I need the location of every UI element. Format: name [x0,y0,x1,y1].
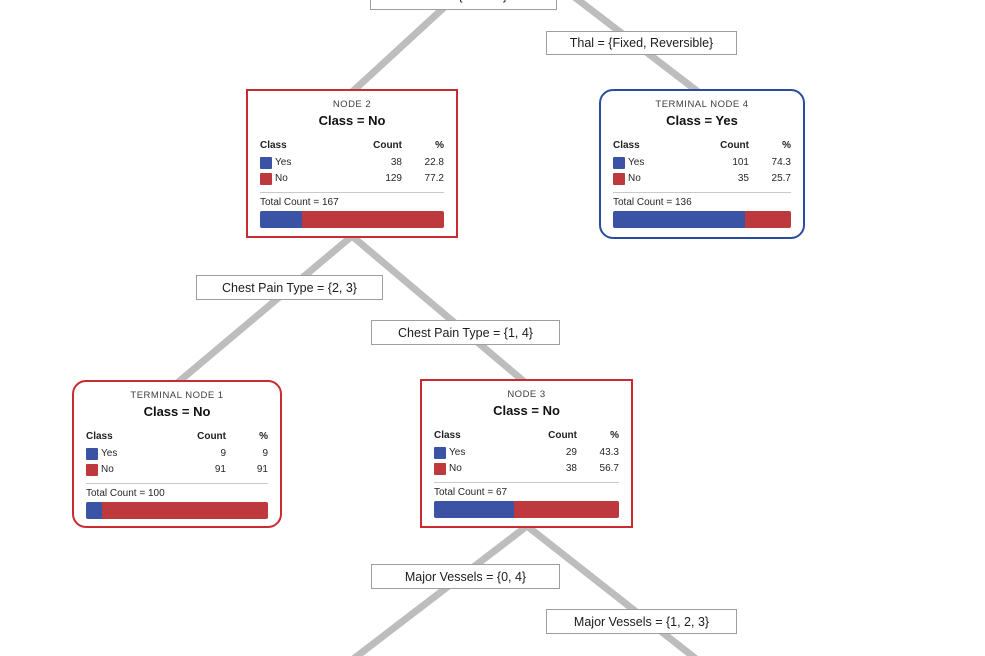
table-row-yes: Yes 38 22.8 [260,155,444,171]
edge-root-to-node2 [349,0,453,95]
total-count-label: Total Count = 67 [434,482,619,498]
row-percent: 43.3 [599,447,619,458]
header-count: Count [548,430,577,441]
no-bar-segment [514,501,619,518]
table-row-yes: Yes 29 43.3 [434,445,619,461]
class-distribution-bar [86,502,268,519]
edge-label-chest-pain-1-4: Chest Pain Type = {1, 4} [371,320,560,345]
row-label: Yes [101,448,118,459]
row-count: 38 [390,157,402,168]
row-percent: 56.7 [599,463,619,474]
header-class: Class [260,140,287,151]
row-count: 29 [565,447,577,458]
table-row-no: No 35 25.7 [613,171,791,187]
row-label: Yes [449,447,466,458]
node-title: TERMINAL NODE 1 [130,390,224,401]
edge-label-major-vessels-1-2-3: Major Vessels = {1, 2, 3} [546,609,737,634]
node-table-header: Class Count % [613,140,791,151]
tree-node-2[interactable]: NODE 2 Class = No Class Count % Yes 38 2… [246,89,458,238]
yes-bar-segment [260,211,302,228]
node-title: TERMINAL NODE 4 [655,99,749,110]
node-class-label: Class = No [143,404,211,419]
header-class: Class [86,431,113,442]
node-class-label: Class = No [318,113,386,128]
row-count: 38 [565,463,577,474]
yes-swatch [613,157,625,169]
table-row-yes: Yes 101 74.3 [613,155,791,171]
class-distribution-bar [434,501,619,518]
node-table-header: Class Count % [86,431,268,442]
row-label: Yes [275,157,292,168]
header-percent: % [259,431,268,442]
edge-label-chest-pain-2-3: Chest Pain Type = {2, 3} [196,275,383,300]
edge-node3-left [351,523,530,656]
no-bar-segment [745,211,791,228]
edge-node2-to-terminal1 [173,233,355,387]
yes-bar-segment [434,501,515,518]
node-title: NODE 3 [507,389,546,400]
class-distribution-bar [260,211,444,228]
no-swatch [260,173,272,185]
header-class: Class [434,430,461,441]
node-table-header: Class Count % [260,140,444,151]
table-row-no: No 91 91 [86,462,268,478]
node-table-header: Class Count % [434,430,619,441]
tree-terminal-node-1[interactable]: TERMINAL NODE 1 Class = No Class Count %… [72,380,282,528]
edge-label-thal-fixed-reversible: Thal = {Fixed, Reversible} [546,31,737,55]
row-label: No [101,464,114,475]
row-count: 101 [732,157,749,168]
header-count: Count [373,140,402,151]
no-bar-segment [301,211,444,228]
node-class-label: Class = No [493,403,560,418]
edge-label-major-vessels-0-4: Major Vessels = {0, 4} [371,564,560,589]
edge-node3-right [524,523,699,656]
yes-bar-segment [613,211,746,228]
no-swatch [434,463,446,475]
header-percent: % [610,430,619,441]
yes-swatch [86,448,98,460]
yes-swatch [434,447,446,459]
header-count: Count [197,431,226,442]
header-percent: % [782,140,791,151]
row-count: 9 [220,448,226,459]
header-percent: % [435,140,444,151]
table-row-no: No 129 77.2 [260,171,444,187]
row-percent: 77.2 [424,173,444,184]
yes-bar-segment [86,502,103,519]
class-distribution-bar [613,211,791,228]
tree-node-3[interactable]: NODE 3 Class = No Class Count % Yes 29 4… [420,379,633,528]
row-percent: 22.8 [424,157,444,168]
header-count: Count [720,140,749,151]
row-count: 129 [385,173,402,184]
header-class: Class [613,140,640,151]
row-percent: 74.3 [771,157,791,168]
no-swatch [86,464,98,476]
row-label: No [449,463,462,474]
total-count-label: Total Count = 100 [86,483,268,499]
row-percent: 91 [256,464,268,475]
row-label: No [628,173,641,184]
tree-terminal-node-4[interactable]: TERMINAL NODE 4 Class = Yes Class Count … [599,89,805,239]
row-percent: 25.7 [771,173,791,184]
edge-label-thal-normal: Thal = {Normal} [370,0,557,10]
table-row-yes: Yes 9 9 [86,446,268,462]
row-label: No [275,173,288,184]
node-title: NODE 2 [332,99,372,110]
row-count: 91 [214,464,226,475]
row-percent: 9 [262,448,268,459]
edge-node2-to-node3 [349,233,530,387]
total-count-label: Total Count = 136 [613,192,791,208]
row-label: Yes [628,157,645,168]
node-class-label: Class = Yes [666,113,738,128]
row-count: 35 [737,173,749,184]
no-swatch [613,173,625,185]
yes-swatch [260,157,272,169]
total-count-label: Total Count = 167 [260,192,444,208]
no-bar-segment [102,502,268,519]
table-row-no: No 38 56.7 [434,461,619,477]
